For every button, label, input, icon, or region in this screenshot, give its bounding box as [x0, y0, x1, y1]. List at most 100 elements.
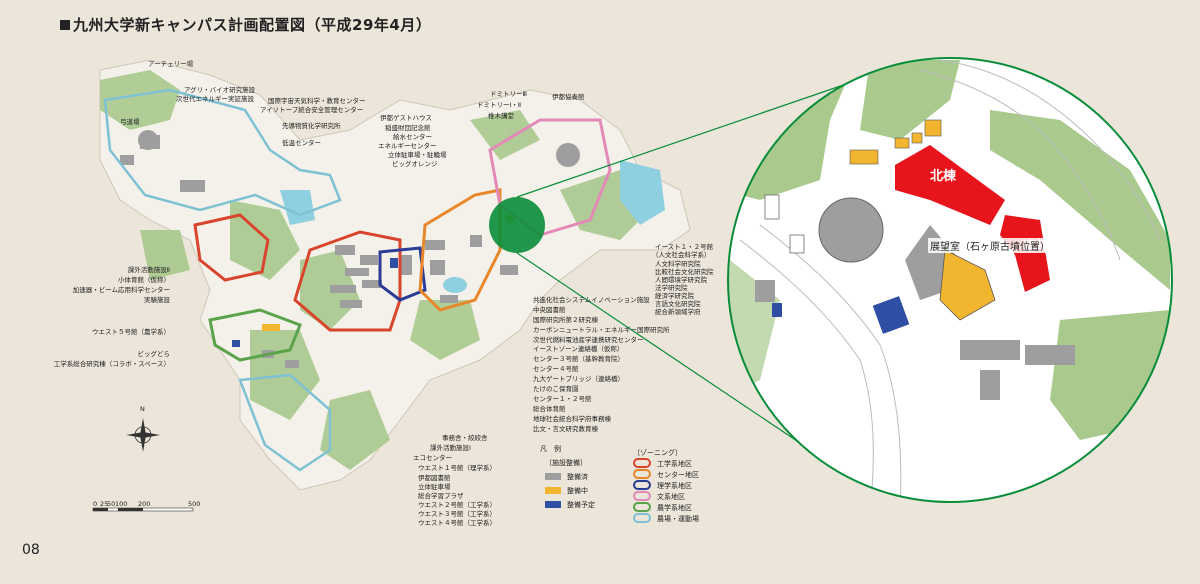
map-label-agri-bio: アグリ・バイオ研究施設 — [184, 86, 256, 94]
map-label-r3: 人間環境学研究院 — [655, 276, 707, 284]
page-number: 08 — [22, 542, 40, 558]
zone-farm-south — [238, 373, 332, 472]
zone-engineering — [293, 230, 402, 332]
map-label-small-gym: 小体育館（仮称） — [118, 276, 170, 284]
page-title-text: 九州大学新キャンパス計画配置図（平成29年4月） — [73, 16, 432, 34]
legend-swatch-existing — [545, 473, 561, 480]
legend-ring-humanities — [633, 491, 651, 501]
map-label-b24: センター３号館（基幹教育院） — [533, 355, 624, 363]
zone-science — [378, 246, 427, 302]
observatory-label: 展望室（石ヶ原古墳位置） — [928, 238, 1052, 253]
legend-facility-construction-label: 整備中 — [567, 487, 588, 495]
legend-zone-engineering-label: 工学系地区 — [657, 460, 692, 468]
focus-area-marker — [489, 197, 545, 253]
map-label-inamori: 稲盛財団記念館 — [385, 124, 431, 132]
map-label-humanities: （人文社会科学系） — [652, 251, 711, 259]
map-label-accelerator: 加速器・ビーム応用科学センター — [72, 286, 170, 294]
scale-tick-0: 0 — [93, 500, 98, 508]
legend-zone-agriculture-label: 農学系地区 — [657, 504, 692, 512]
scale-bar — [92, 507, 194, 512]
legend-ring-engineering — [633, 458, 651, 468]
map-label-r4: 法学研究院 — [655, 284, 688, 292]
map-label-b18: 伊都図書館 — [418, 474, 451, 482]
map-label-extracurricular2: 課外活動施設Ⅱ — [127, 266, 170, 274]
map-label-b12: 地球社会統合科学府事務棟 — [533, 415, 611, 423]
map-label-b23: ウエスト４号館（工学系） — [418, 519, 496, 527]
compass-rose — [126, 418, 160, 452]
legend-zone-humanities-label: 文系地区 — [657, 493, 685, 501]
north-building-label: 北棟 — [930, 169, 957, 184]
map-label-isotope: アイソトープ統合安全管理センター — [260, 106, 364, 114]
map-label-r2: 比較社会文化研究院 — [655, 268, 714, 276]
zoom-connector-top — [516, 79, 859, 198]
page-title: 九州大学新キャンパス計画配置図（平成29年4月） — [60, 14, 431, 35]
legend-ring-science — [633, 480, 651, 490]
map-label-b2: 中央図書館 — [533, 306, 566, 314]
map-label-b21: ウエスト２号館（工学系） — [418, 501, 496, 509]
legend-title: 凡 例 — [540, 445, 561, 453]
map-label-b20: 総合学習プラザ — [418, 492, 464, 500]
compass-north-label: N — [140, 405, 145, 413]
legend-facility-planned-label: 整備予定 — [567, 501, 595, 509]
legend-zone-science: 理学系地区 — [633, 480, 692, 491]
map-label-b5: 次世代燃料電池産学連携研究センター — [533, 336, 644, 344]
legend-zone-farm-label: 農場・運動場 — [657, 515, 699, 523]
zone-center — [418, 188, 502, 312]
scale-tick-100: 100 — [115, 500, 128, 508]
map-label-low-temp: 低温センター — [282, 139, 321, 147]
zone-agriculture — [208, 308, 302, 362]
scale-tick-200: 200 — [138, 500, 151, 508]
campus-land — [99, 59, 691, 491]
map-label-r7: 統合新領域学府 — [655, 308, 701, 316]
map-label-engineering-lab: 工学系総合研究棟（コラボ・スペース） — [53, 360, 170, 368]
zoom-circle-border — [727, 57, 1173, 503]
map-label-dorm3: ドミトリーⅢ — [490, 90, 527, 98]
map-label-b15: 課外活動施設Ⅰ — [430, 444, 471, 452]
scale-tick-500: 500 — [188, 500, 201, 508]
map-label-r6: 言語文化研究院 — [655, 300, 701, 308]
map-label-water-supply: 給水センター — [393, 133, 432, 141]
legend-zone-center-label: センター地区 — [657, 471, 699, 479]
map-label-b10: センター１・２号館 — [533, 395, 592, 403]
map-label-b19: 立体駐車場 — [418, 483, 451, 491]
map-label-ito-guest: 伊都ゲストハウス — [380, 114, 432, 122]
map-label-dorm12: ドミトリーⅠ・Ⅱ — [477, 101, 522, 109]
zone-engineering-west — [193, 213, 270, 282]
map-label-r1: 人文科学研究院 — [655, 260, 701, 268]
scale-tick-50: 50 — [107, 500, 116, 508]
map-label-biotope: ビッグどら — [137, 350, 171, 358]
map-label-shiiki: 椎木講堂 — [488, 112, 514, 120]
legend-zone-science-label: 理学系地区 — [657, 482, 692, 490]
map-label-kyudo: 弓道場 — [120, 118, 140, 126]
map-label-big-orange: ビッグオレンジ — [392, 160, 438, 168]
map-label-b17: ウエスト１号館（理学系） — [418, 464, 496, 472]
map-label-ito-coop: 伊都協奏館 — [552, 93, 585, 101]
legend-facilities-header: 〔施設整備〕 — [545, 459, 587, 467]
map-label-r5: 経済学研究院 — [655, 292, 694, 300]
map-label-west5: ウエスト５号館（農学系） — [92, 328, 170, 336]
legend-facility-construction: 整備中 — [545, 486, 588, 496]
map-label-b13: 比文・言文研究教育棟 — [533, 425, 598, 433]
map-legend: 凡 例 〔施設整備〕 〔ゾーニング〕 整備済 整備中 整備予定 工学系地区 セン… — [535, 444, 725, 524]
legend-zoning-header: 〔ゾーニング〕 — [633, 449, 682, 457]
planned-buildings — [232, 258, 398, 347]
legend-facility-existing: 整備済 — [545, 472, 588, 482]
legend-swatch-planned — [545, 501, 561, 508]
map-label-experiment: 実験施設 — [144, 296, 170, 304]
map-label-east12: イースト１・２号館 — [655, 243, 714, 251]
legend-zone-center: センター地区 — [633, 469, 699, 480]
map-label-b14: 事務舎・絞絞舎 — [442, 434, 488, 442]
map-label-b8: 九大ゲートブリッジ（連絡橋） — [533, 375, 624, 383]
ponds — [280, 160, 665, 293]
existing-buildings — [120, 130, 580, 368]
scale-tick-25: 25 — [100, 500, 109, 508]
map-label-next-energy: 次世代エネルギー実証施設 — [176, 95, 254, 103]
legend-zone-engineering: 工学系地区 — [633, 458, 692, 469]
legend-facility-existing-label: 整備済 — [567, 473, 588, 481]
map-label-b6: イーストゾーン連絡橋（仮称） — [533, 345, 624, 353]
map-label-b11: 総合体育館 — [533, 405, 566, 413]
legend-zone-farm: 農場・運動場 — [633, 513, 699, 524]
map-label-b9: たけのこ保育園 — [533, 385, 579, 393]
legend-zone-agriculture: 農学系地区 — [633, 502, 692, 513]
